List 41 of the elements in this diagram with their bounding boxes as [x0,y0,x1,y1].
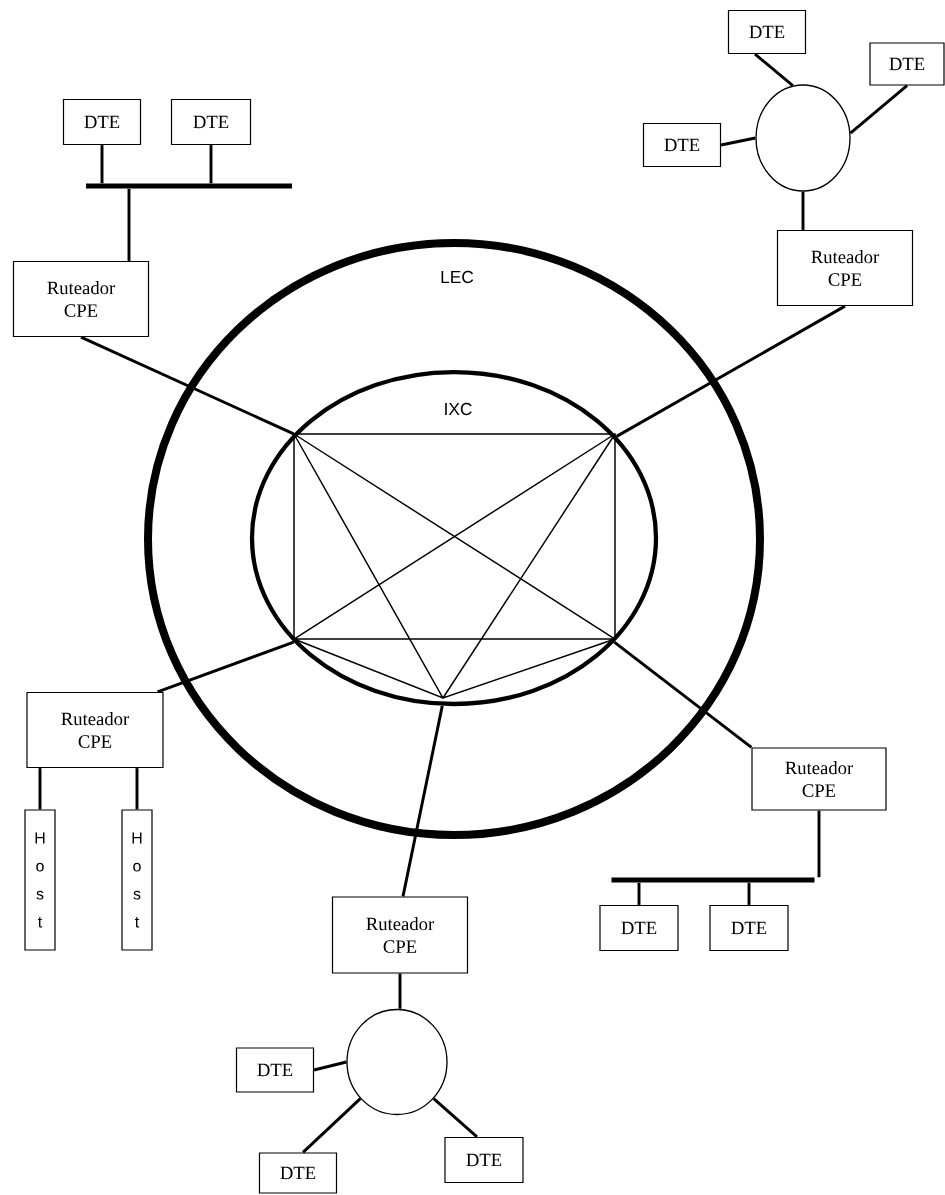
hub-circle [346,1008,448,1116]
router-box: Ruteador CPE [331,896,469,974]
terminal-box: DTE [642,122,722,168]
connection-line [849,84,908,135]
connection-line [401,705,444,897]
connection-line [432,1097,478,1138]
connection-line [127,188,131,261]
terminal-box: DTE [727,9,807,55]
connection-line [157,640,295,694]
connection-line [613,640,753,749]
connection-line [615,304,846,438]
connection-line [80,335,295,436]
connection-line [302,1097,362,1154]
inner-ring: IXC [249,369,659,707]
terminal-box: DTE [709,904,789,952]
connection-line [398,973,402,1009]
hub-circle [755,84,851,192]
terminal-box: DTE [599,904,679,952]
host-box: H o s t [121,809,153,951]
router-box: Ruteador CPE [26,691,164,769]
connection-line [38,768,42,810]
connection-line [313,1060,347,1072]
router-box: Ruteador CPE [751,747,887,811]
terminal-box: DTE [235,1047,315,1093]
router-box: Ruteador CPE [12,260,150,338]
connection-line [720,136,756,147]
terminal-box: DTE [869,42,945,86]
terminal-box: DTE [62,98,142,146]
connection-line [100,145,104,184]
terminal-box: DTE [170,98,252,146]
host-box: H o s t [24,809,56,951]
connection-line [209,145,213,184]
router-box: Ruteador CPE [776,229,914,307]
terminal-box: DTE [444,1136,524,1184]
connection-line [817,810,821,878]
connection-line [801,191,805,230]
connection-line [747,882,751,905]
connection-line [637,882,641,905]
terminal-box: DTE [258,1152,338,1194]
connection-line [135,768,139,810]
connection-line [754,53,794,87]
